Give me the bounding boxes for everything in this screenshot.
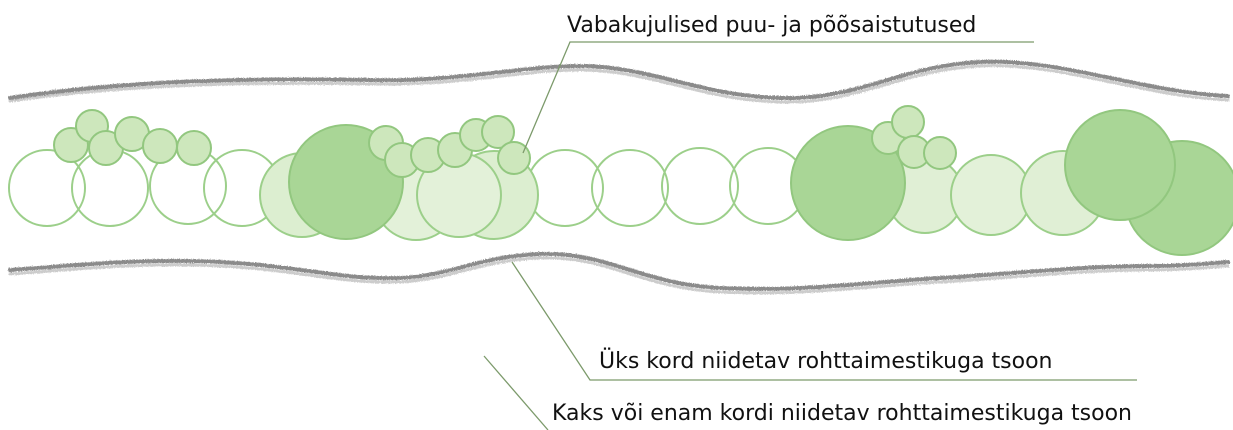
label-two-mow-zone: Kaks või enam kordi niidetav rohttaimest… <box>552 401 1132 426</box>
small-shrub <box>891 105 925 139</box>
small-shrub <box>176 130 212 166</box>
shrub-outline <box>661 147 739 225</box>
tree-canopy <box>790 125 906 241</box>
shrub-outline <box>8 149 86 227</box>
leader-lines <box>483 41 1137 430</box>
shrub-outline <box>591 149 669 227</box>
label-one-mow-zone: Üks kord niidetav rohttaimestikuga tsoon <box>599 349 1053 374</box>
small-shrub <box>923 136 957 170</box>
small-shrub <box>481 115 515 149</box>
label-plantings: Vabakujulised puu- ja põõsaistutused <box>567 13 977 38</box>
leader-line-plantings <box>522 41 1034 154</box>
small-shrub <box>497 141 531 175</box>
tree-canopy <box>1064 109 1176 221</box>
leader-line-one-mow <box>511 261 1137 381</box>
small-circles <box>53 105 957 178</box>
small-shrub <box>142 128 178 164</box>
shrub-filled <box>950 154 1032 236</box>
bottom-border-line <box>8 251 1230 295</box>
top-border-line <box>8 59 1230 104</box>
leader-line-two-mow <box>483 355 549 430</box>
